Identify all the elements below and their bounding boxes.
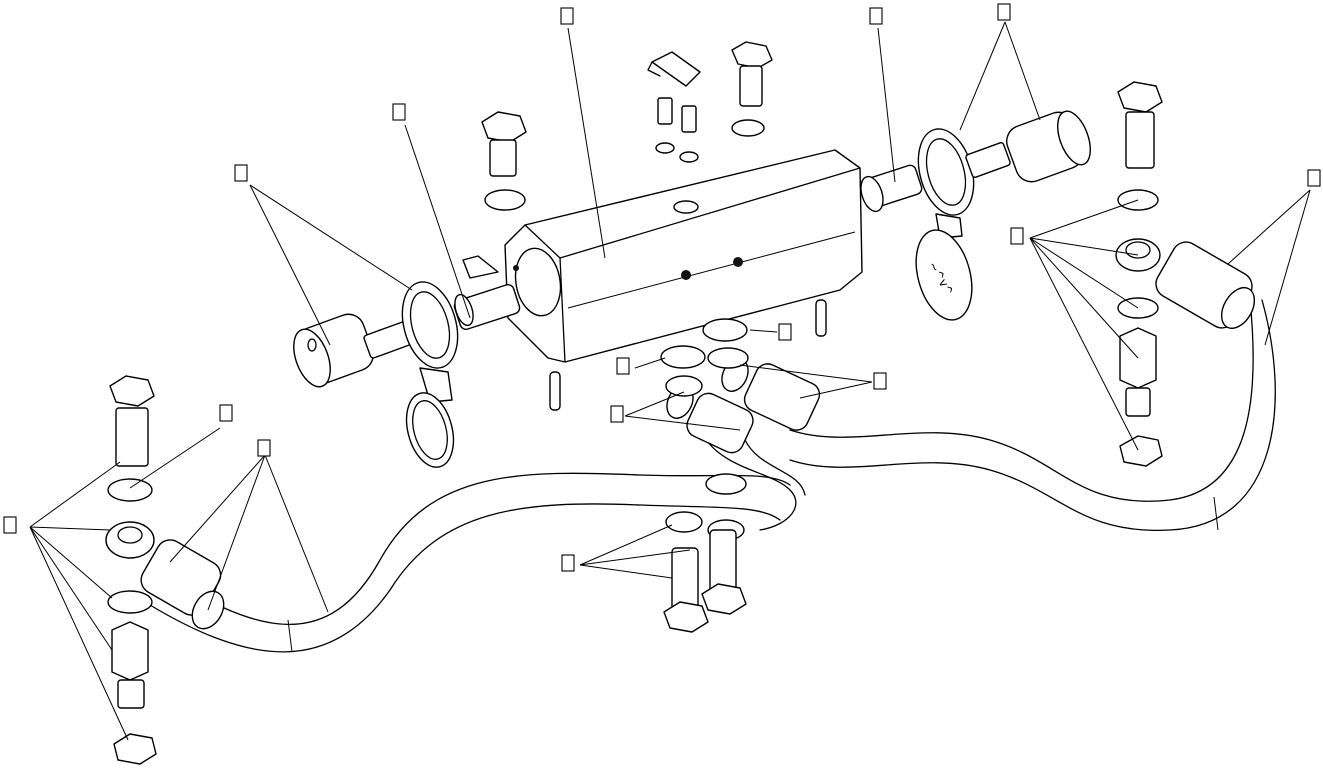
bolt-top-right bbox=[1117, 81, 1163, 169]
fitting-stack-right bbox=[1115, 189, 1163, 467]
plug-right bbox=[965, 110, 1091, 183]
callout-body bbox=[560, 7, 574, 25]
callout-hose-center-left bbox=[610, 405, 624, 423]
fitting-stack-left bbox=[105, 375, 157, 765]
hose-right bbox=[789, 241, 1276, 532]
bypass-clip bbox=[647, 51, 701, 87]
callout-cap-plug-left bbox=[234, 164, 248, 182]
callout-valve-insert-right bbox=[869, 7, 883, 25]
callouts bbox=[3, 3, 1321, 572]
callout-hose-center-right bbox=[873, 372, 887, 390]
callout-washer-a bbox=[778, 323, 792, 341]
valve-insert-right bbox=[859, 164, 923, 213]
callout-hose-left bbox=[257, 439, 271, 457]
callout-washer-left bbox=[219, 404, 233, 422]
pins bbox=[549, 299, 827, 411]
cap-left bbox=[401, 281, 459, 468]
cap-right: ~^v^ bbox=[915, 128, 975, 321]
plug-left bbox=[293, 313, 413, 388]
callout-fittings-right bbox=[1010, 227, 1024, 245]
bolt-top-center bbox=[731, 41, 773, 137]
callout-hose-right bbox=[1307, 169, 1321, 187]
valve-insert-left bbox=[453, 255, 521, 330]
callout-bolts-bottom bbox=[561, 554, 575, 572]
bolt-top-left bbox=[481, 111, 527, 211]
callout-cap-plug-right bbox=[997, 3, 1011, 21]
leader-lines bbox=[29, 21, 1311, 741]
callout-washer-b bbox=[616, 357, 630, 375]
callout-fittings-left bbox=[3, 516, 17, 534]
bolts-bottom bbox=[663, 529, 747, 633]
callout-bypass-valve bbox=[392, 103, 406, 121]
small-screws-top bbox=[655, 97, 699, 163]
valve-body bbox=[504, 149, 863, 363]
